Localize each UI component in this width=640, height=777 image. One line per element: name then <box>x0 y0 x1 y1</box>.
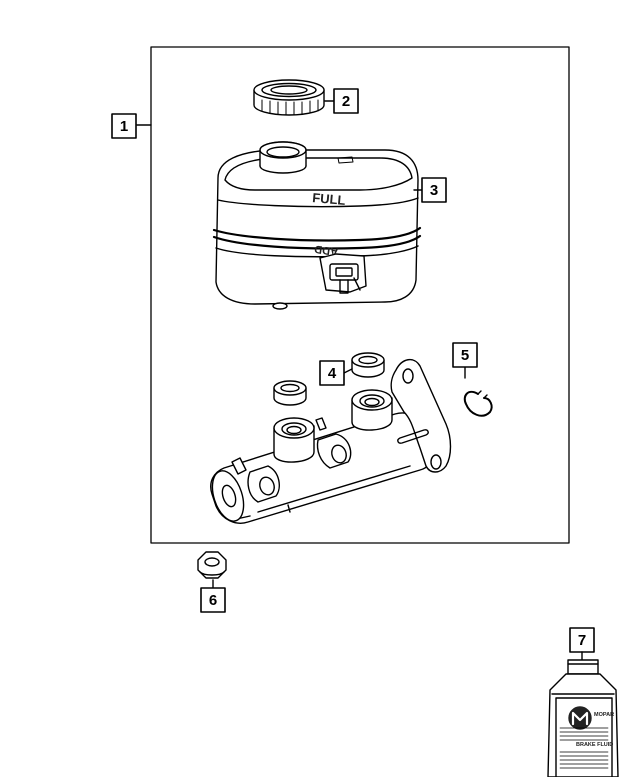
callout-4-label: 4 <box>328 365 337 382</box>
callout-1-label: 1 <box>120 118 128 135</box>
callout-5[interactable]: 5 <box>452 342 478 368</box>
callout-6[interactable]: 6 <box>200 587 226 613</box>
brake-fluid-bottle[interactable]: MOPAR BRAKE FLUID <box>547 659 619 777</box>
callout-4[interactable]: 4 <box>319 360 345 386</box>
callout-3-label: 3 <box>430 182 438 199</box>
flange-nut[interactable] <box>197 551 227 579</box>
grommet-lower[interactable] <box>273 380 307 406</box>
callout-5-label: 5 <box>461 347 469 364</box>
callout-2-label: 2 <box>342 93 350 110</box>
fluid-reservoir[interactable]: FULL ADD <box>212 141 422 310</box>
bottle-product-label: BRAKE FLUID <box>576 742 613 748</box>
full-mark-label: FULL <box>312 190 346 208</box>
callout-3[interactable]: 3 <box>421 177 447 203</box>
callout-4-leader <box>343 368 353 374</box>
add-mark-label: ADD <box>314 242 339 257</box>
mopar-logo-icon <box>568 706 592 730</box>
retaining-ring[interactable] <box>463 390 493 417</box>
callout-6-label: 6 <box>209 592 217 609</box>
reservoir-cap[interactable] <box>253 79 325 116</box>
bottle-brand-label: MOPAR <box>594 712 614 718</box>
master-cylinder[interactable] <box>207 359 452 525</box>
grommet-upper[interactable] <box>351 352 385 378</box>
callout-1[interactable]: 1 <box>111 113 137 139</box>
callout-2[interactable]: 2 <box>333 88 359 114</box>
assembly-frame <box>150 46 570 544</box>
callout-7[interactable]: 7 <box>569 627 595 653</box>
callout-7-label: 7 <box>578 632 586 649</box>
